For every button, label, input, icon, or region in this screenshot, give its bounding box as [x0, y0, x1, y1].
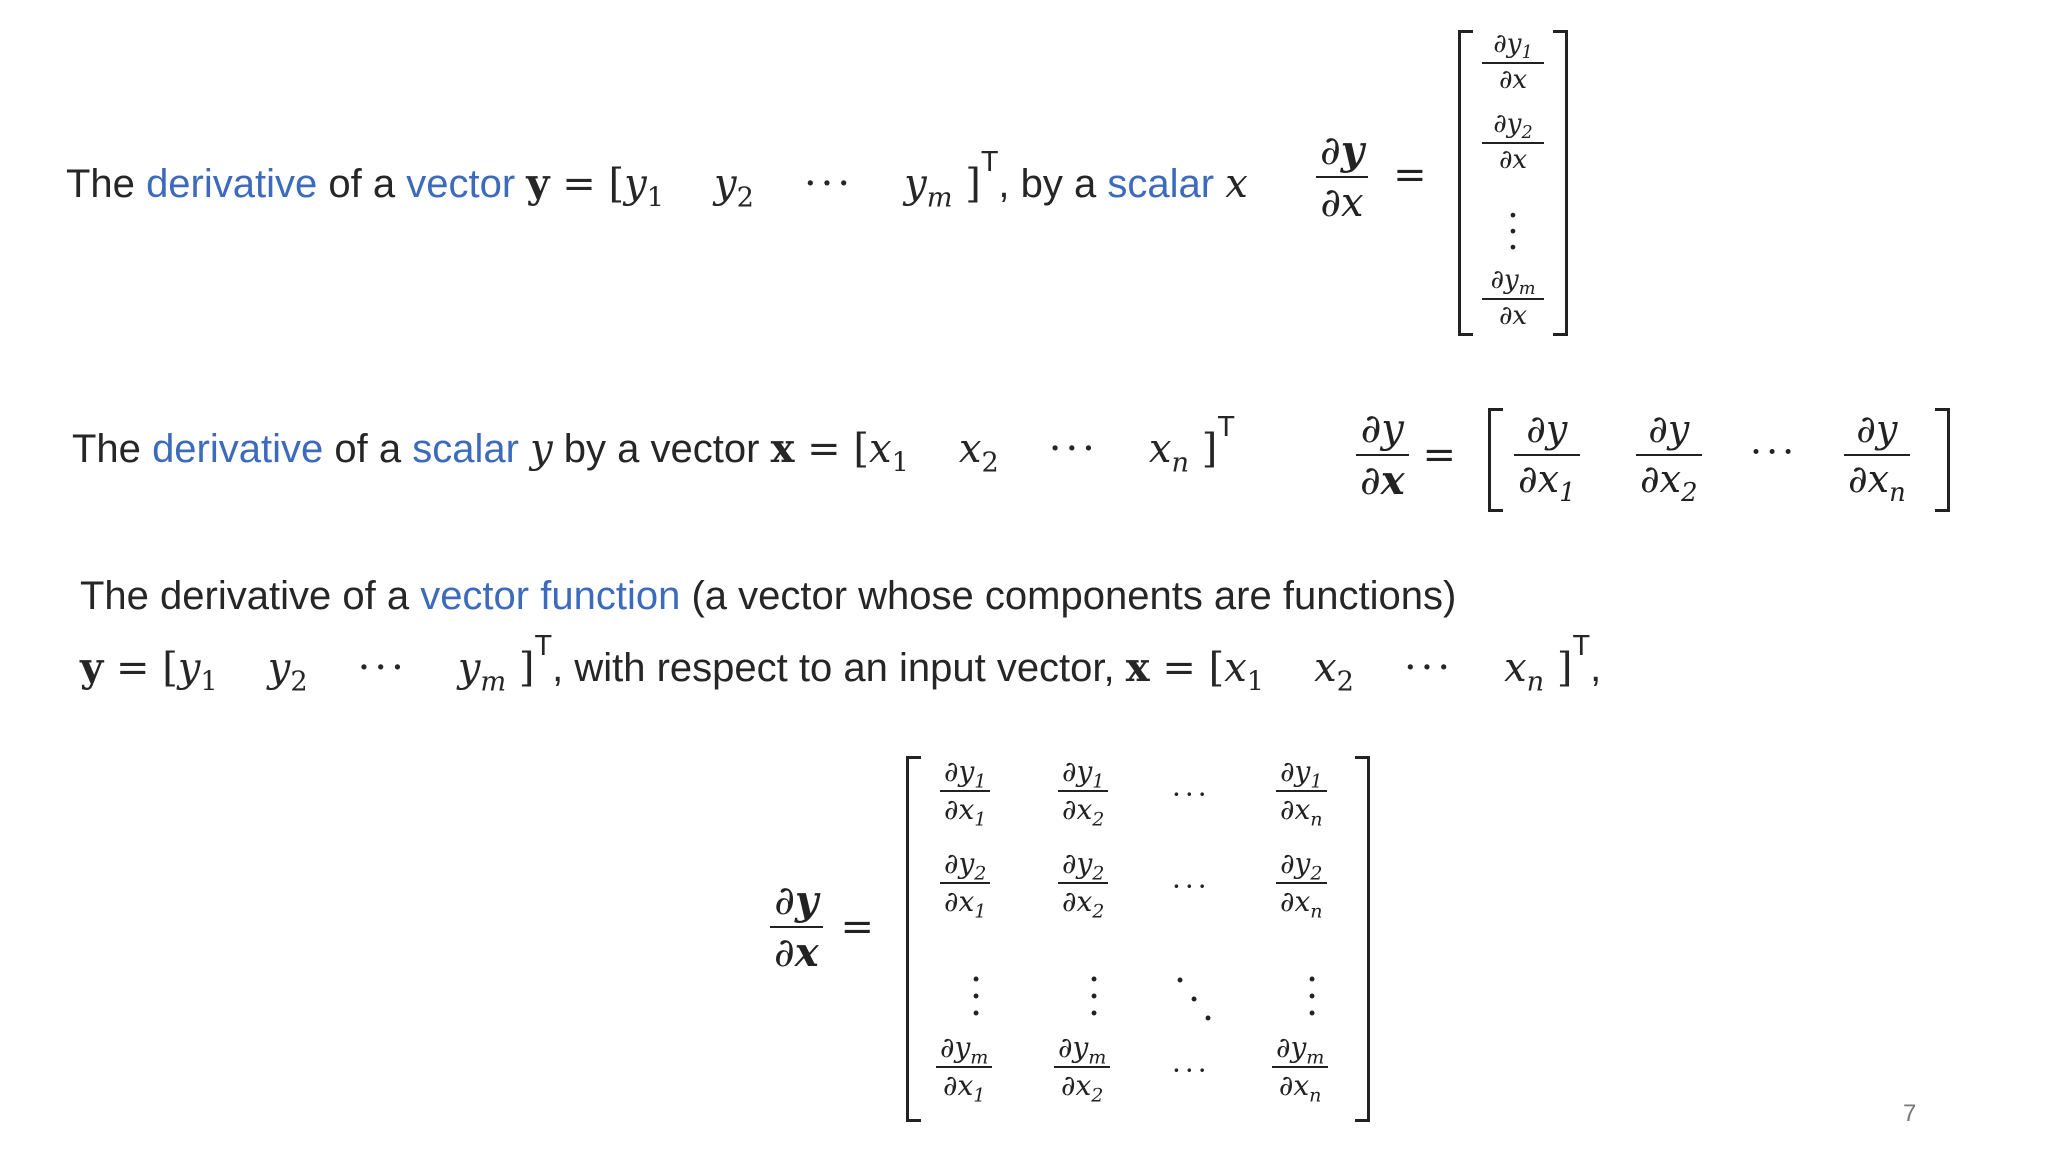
row3-wrt: , with respect to an input vector, [552, 646, 1115, 690]
jacobian-lhs: ∂y∂x = [770, 878, 874, 976]
row2-derivative-link[interactable]: derivative [152, 427, 324, 471]
row3-paren: (a vector whose components are functions… [691, 574, 1457, 618]
row3-vector-function-link[interactable]: vector function [420, 574, 681, 618]
row3-vector-x: x [1125, 644, 1150, 691]
jacobian-matrix: ∂y1∂x1 ∂y1∂x2 ··· ∂y1∂xn ∂y2∂x1 ∂y2∂x2 ·… [906, 755, 1370, 1122]
row1-the: The [66, 162, 135, 206]
row2-lhs-fraction: ∂y∂x [1356, 406, 1409, 504]
row1-by-a: , by a [998, 162, 1097, 206]
row1-derivative-link[interactable]: derivative [146, 162, 318, 206]
row3-statement-line1: The derivative of a vector function (a v… [80, 574, 1456, 619]
page-number: 7 [1903, 1100, 1917, 1127]
row2-the: The [72, 427, 141, 471]
jacobian-lhs-fraction: ∂y∂x [770, 878, 823, 976]
row1-column-vector: ∂y1∂x ∂y2∂x ... ∂ym∂x [1458, 29, 1568, 336]
row1-lhs-fraction: ∂y ∂x [1316, 128, 1368, 226]
row2-scalar-y: y [530, 426, 553, 472]
row1-equals: = [549, 161, 609, 207]
row3-equals-y: = [103, 645, 163, 691]
row1-scalar-link[interactable]: scalar [1107, 162, 1215, 206]
row1-equation: ∂y ∂x = [1316, 128, 1427, 226]
row2-scalar-link[interactable]: scalar [412, 427, 519, 471]
row2-equation: ∂y∂x = [1356, 400, 1470, 510]
row3-the-derivative: The derivative of a [80, 574, 410, 618]
row2-equals: = [794, 426, 854, 472]
row3-comma: , [1590, 646, 1602, 690]
row2-statement: The derivative of a scalar y by a vector… [72, 411, 1235, 479]
row2-of-a: of a [334, 427, 402, 471]
row1-scalar-x: x [1225, 161, 1248, 207]
row1-vector-y: y [526, 160, 550, 207]
row2-by-vector: by a vector [563, 427, 760, 471]
row2-row-matrix: ∂y∂x1 ∂y∂x2 ··· ∂y∂xn [1488, 407, 1950, 512]
row1-vector-link[interactable]: vector [406, 162, 516, 206]
row3-equals-x: = [1149, 645, 1209, 691]
row2-vector-x: x [770, 425, 795, 472]
row1-of-a: of a [328, 162, 396, 206]
row3-vector-y: y [80, 644, 104, 691]
